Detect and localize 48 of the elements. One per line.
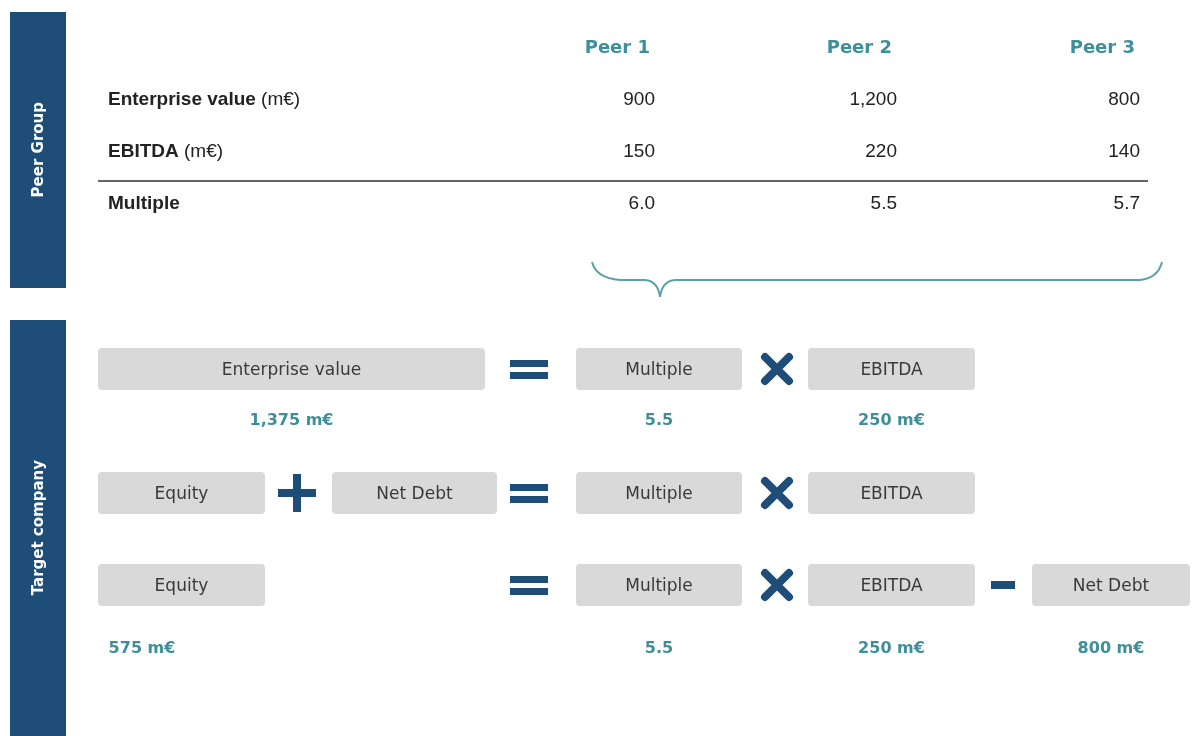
formula-term: EBITDA [860, 483, 923, 503]
row-label: Enterprise value (m€) [108, 88, 301, 110]
formula-box [808, 472, 975, 514]
table-value: 800 [1108, 88, 1140, 110]
value-text: 250 m€ [858, 410, 925, 429]
formula-term: EBITDA [860, 575, 923, 595]
formula-term: Multiple [625, 359, 693, 379]
formula-term: EBITDA [860, 359, 923, 379]
value-text: 1,375 m€ [249, 410, 334, 429]
formula-box [98, 472, 265, 514]
table-value: 140 [1108, 140, 1140, 162]
formula-term: Multiple [625, 575, 693, 595]
formula-box [98, 348, 485, 390]
table-value: 900 [623, 88, 655, 110]
formula-term: Net Debt [1072, 575, 1150, 595]
formula-term: Multiple [625, 483, 693, 503]
value-text: 5.5 [644, 638, 674, 657]
table-value: 150 [623, 140, 655, 162]
section-band [10, 320, 66, 736]
formula-term: Enterprise value [221, 359, 362, 379]
section-band [10, 12, 66, 288]
formula-box [1032, 564, 1190, 606]
row-label: Multiple [108, 192, 180, 214]
formula-box [98, 564, 265, 606]
section-title: Peer Group [29, 102, 47, 198]
value-text: 575 m€ [108, 638, 176, 657]
formula-box [808, 564, 975, 606]
column-header: Peer 1 [584, 36, 650, 57]
formula-box [332, 472, 497, 514]
section-title: Target company [29, 460, 47, 596]
table-value: 1,200 [849, 88, 897, 110]
table-value: 5.5 [870, 192, 897, 214]
value-text: 800 m€ [1077, 638, 1145, 657]
table-value: 5.7 [1113, 192, 1140, 214]
value-text: 5.5 [644, 410, 674, 429]
formula-term: Net Debt [376, 483, 453, 503]
table-value: 220 [865, 140, 897, 162]
formula-box [576, 472, 742, 514]
formula-term: Equity [154, 483, 209, 503]
row-label: EBITDA (m€) [108, 140, 224, 162]
column-header: Peer 3 [1069, 36, 1135, 57]
formula-term: Equity [154, 575, 209, 595]
formula-box [576, 564, 742, 606]
formula-box [576, 348, 742, 390]
column-header: Peer 2 [826, 36, 892, 57]
formula-box [808, 348, 975, 390]
table-value: 6.0 [628, 192, 655, 214]
value-text: 250 m€ [858, 638, 925, 657]
